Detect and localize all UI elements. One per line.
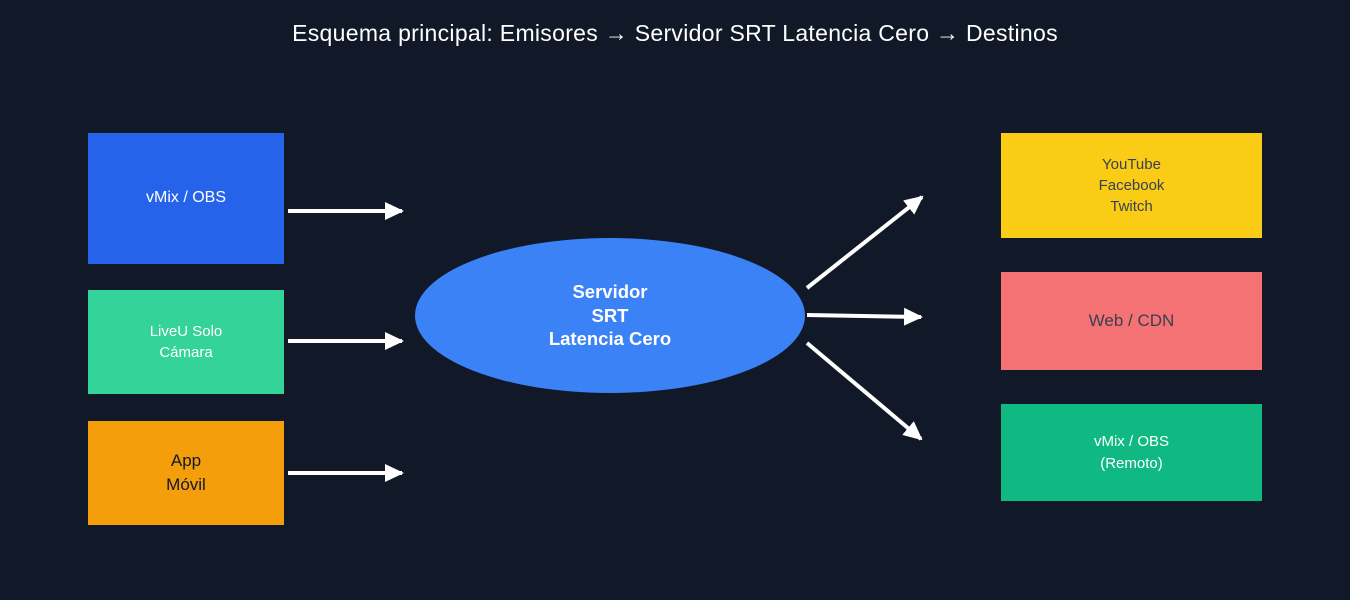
destination-node-youtube-facebook-twitch: YouTube Facebook Twitch <box>1001 133 1262 238</box>
server-ellipse-node: Servidor SRT Latencia Cero <box>415 238 805 393</box>
arrow-server-to-youtube-facebook-twitch <box>805 195 924 290</box>
source-node-liveu-solo-label: LiveU Solo Cámara <box>149 322 223 361</box>
destination-node-youtube-facebook-twitch-label: YouTube Facebook Twitch <box>1098 156 1165 215</box>
destination-node-web-cdn: Web / CDN <box>1001 272 1262 370</box>
arrow-server-to-vmix-obs-remoto <box>805 341 923 441</box>
diagram-title: Esquema principal: Emisores → Servidor S… <box>292 20 1058 46</box>
arrow-server-to-web-cdn <box>806 307 923 326</box>
destination-node-vmix-obs-remoto: vMix / OBS (Remoto) <box>1001 404 1262 501</box>
destination-node-vmix-obs-remoto-label: vMix / OBS (Remoto) <box>1093 433 1169 472</box>
source-node-vmix-obs: vMix / OBS <box>88 133 284 264</box>
source-node-vmix-obs-label: vMix / OBS <box>145 189 226 207</box>
source-node-app-movil-label: App Móvil <box>166 450 206 494</box>
source-node-app-movil: App Móvil <box>88 421 284 525</box>
source-node-liveu-solo: LiveU Solo Cámara <box>88 290 284 394</box>
server-ellipse-label: Servidor SRT Latencia Cero <box>548 280 672 350</box>
destination-node-web-cdn-label: Web / CDN <box>1088 310 1175 330</box>
